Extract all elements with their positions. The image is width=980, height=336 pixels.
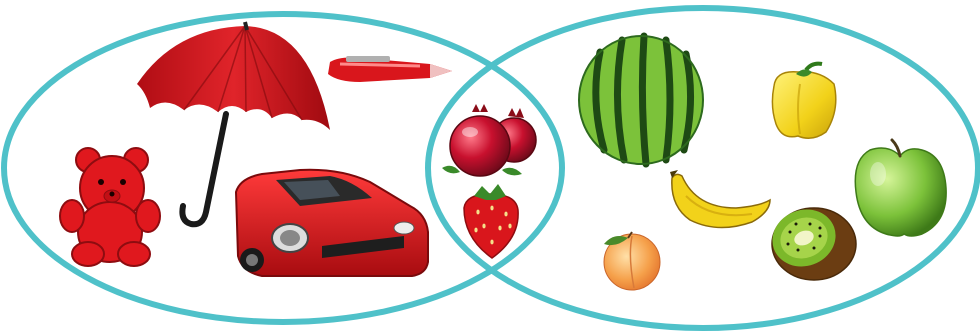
strawberry-icon xyxy=(464,184,518,258)
green-apple-icon xyxy=(855,140,946,236)
pen-icon xyxy=(328,56,452,82)
pomegranate-icon xyxy=(442,104,536,176)
yellow-pepper-icon xyxy=(772,64,835,139)
kiwi-icon xyxy=(764,201,856,280)
watermelon-icon xyxy=(579,36,703,164)
peach-icon xyxy=(604,232,660,290)
banana-icon xyxy=(670,170,770,228)
teddy-bear-icon xyxy=(60,148,160,266)
car-icon xyxy=(236,170,428,276)
